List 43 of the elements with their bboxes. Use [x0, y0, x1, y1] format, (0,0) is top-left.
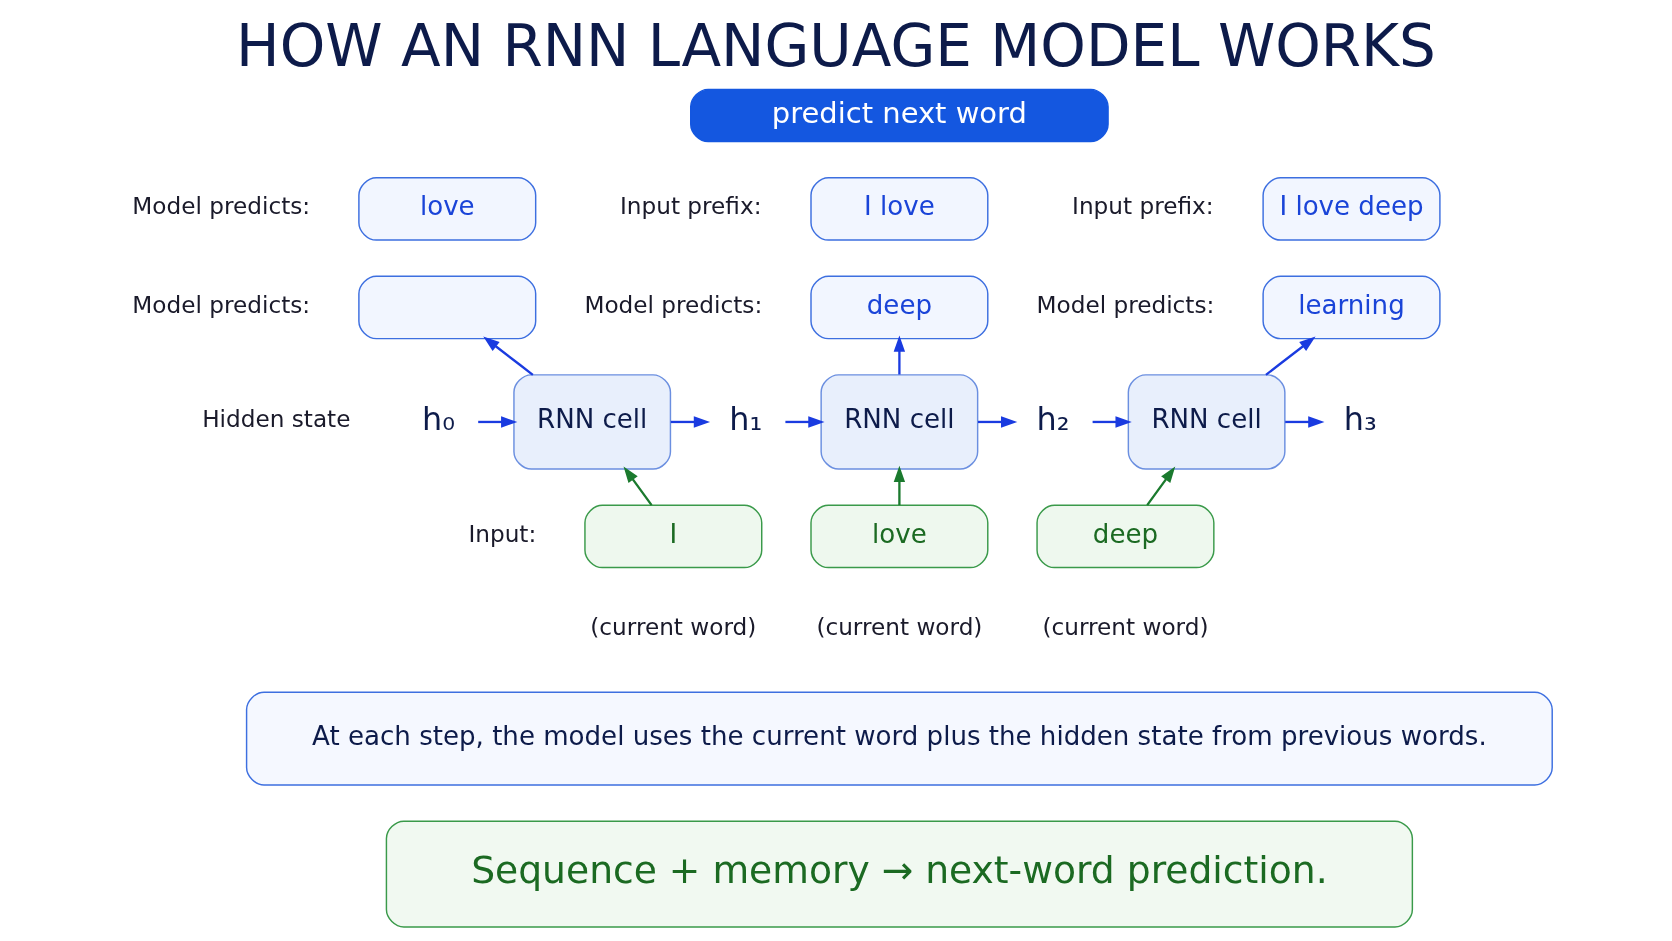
- node-text: h₂: [1036, 400, 1070, 439]
- node-box: [358, 275, 537, 340]
- node-label: Model predicts:: [584, 290, 763, 318]
- node-box: learning: [1262, 275, 1441, 340]
- node-label: Model predicts:: [132, 192, 311, 220]
- node-label: Hidden state: [202, 405, 351, 433]
- node-label: Model predicts:: [132, 290, 311, 318]
- arrow: [978, 416, 1018, 428]
- node-box: deep: [810, 275, 989, 340]
- node-label: Input:: [468, 519, 537, 547]
- node-label: (current word): [590, 613, 757, 641]
- diagram-title: HOW AN RNN LANGUAGE MODEL WORKS: [236, 12, 1436, 81]
- node-box: I love deep: [1262, 177, 1441, 241]
- node-box: predict next word: [690, 88, 1109, 143]
- arrow: [1265, 336, 1316, 376]
- node-box: RNN cell: [820, 374, 979, 470]
- node-box: Sequence + memory → next-word prediction.: [385, 820, 1414, 928]
- arrow: [623, 466, 653, 506]
- node-text: h₀: [422, 400, 456, 439]
- node-box: I: [584, 504, 763, 569]
- arrow: [483, 336, 534, 376]
- arrow: [1092, 416, 1132, 428]
- node-label: (current word): [1042, 613, 1209, 641]
- node-label: Input prefix:: [620, 192, 762, 220]
- node-text: h₁: [729, 400, 763, 439]
- node-box: RNN cell: [513, 374, 672, 470]
- arrow: [1285, 416, 1325, 428]
- node-label: Input prefix:: [1072, 192, 1214, 220]
- node-box: I love: [810, 177, 989, 241]
- arrow: [670, 416, 711, 428]
- node-label: (current word): [816, 613, 983, 641]
- node-label: Model predicts:: [1036, 290, 1215, 318]
- node-text: h₃: [1343, 400, 1377, 439]
- arrow: [893, 465, 906, 506]
- node-box: deep: [1036, 504, 1215, 569]
- node-box: love: [358, 177, 537, 241]
- node-box: RNN cell: [1127, 374, 1286, 470]
- node-box: At each step, the model uses the current word plus the hidden state from previous words.: [245, 691, 1553, 786]
- arrow: [785, 416, 825, 428]
- arrow: [893, 335, 906, 375]
- arrow: [1146, 466, 1176, 506]
- arrow: [478, 416, 518, 428]
- node-box: love: [810, 504, 989, 569]
